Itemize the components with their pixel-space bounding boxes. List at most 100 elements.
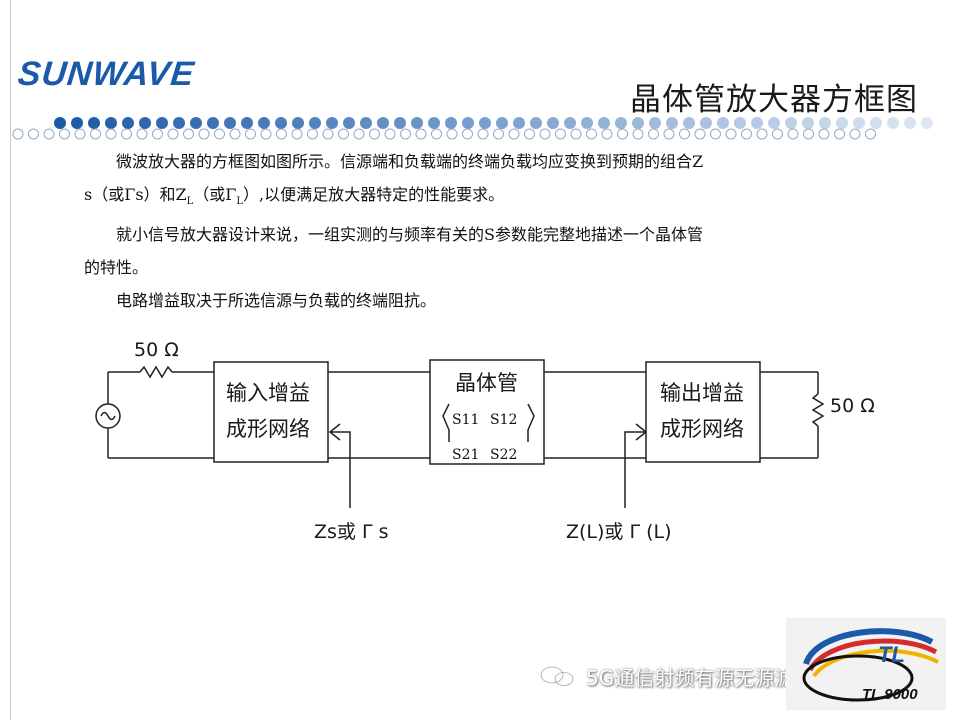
decorative-dot [564,117,576,129]
decorative-ring [276,128,287,140]
output-network-box [645,361,761,463]
left-border-rule [10,0,11,720]
body-text: 微波放大器的方框图如图所示。信源端和负载端的终端负载均应变换到预期的组合Z s（… [84,145,914,317]
decorative-ring [369,128,380,140]
decorative-ring [725,128,737,140]
decorative-ring [214,128,225,140]
decorative-dot [836,117,848,129]
decorative-dot [309,117,321,129]
decorative-ring [229,128,241,140]
decorative-dot [734,117,746,129]
decorative-dot [921,117,933,129]
decorative-dot [768,117,780,129]
source-reflection-label: Zs或 Γ s [314,521,388,543]
decorative-ring [245,128,256,140]
decorative-ring [384,128,396,140]
decorative-dot [479,117,491,129]
decorative-dot [156,117,168,129]
s-matrix-bracket-left [442,403,450,442]
wechat-icon [540,666,574,687]
decorative-ring [74,128,86,140]
load-reflection-label: Z(L)或 Γ (L) [566,521,672,543]
s-matrix-bracket-right [527,403,535,442]
decorative-ring [43,128,55,140]
decorative-dot [819,117,831,129]
source-resistor [139,365,173,379]
decorative-ring [105,128,117,140]
decorative-dot [122,117,134,129]
decorative-dot [241,117,253,129]
input-network-label-line1: 输入增益 [226,381,310,405]
decorative-ring [849,128,861,140]
decorative-dot [683,117,695,129]
decorative-dot [207,117,219,129]
decorative-dot [258,117,270,129]
decorative-ring [338,128,349,140]
decorative-dot [190,117,202,129]
decorative-ring [772,128,783,140]
input-network-label-line2: 成形网络 [226,417,310,441]
svg-text:TL: TL [878,642,905,667]
decorative-ring [601,128,613,140]
output-network-label-line1: 输出增益 [660,381,744,405]
decorative-dot [581,117,593,129]
decorative-dot [292,117,304,129]
decorative-ring [431,128,442,140]
source-resistor-label: 50 Ω [134,339,179,361]
decorative-ring [570,128,582,140]
decorative-dot [139,117,151,129]
decorative-ring [136,128,148,140]
decorative-dot [615,117,627,129]
decorative-dot [224,117,236,129]
decorative-ring [741,128,752,140]
paragraph-2-line-1: 就小信号放大器设计来说，一组实测的与频率有关的S参数能完整地描述一个晶体管 [116,225,703,245]
s22-label: S22 [490,447,517,463]
decorative-ring [183,128,194,140]
load-resistor-label: 50 Ω [830,395,875,417]
decorative-ring [307,128,318,140]
decorative-ring [787,128,799,140]
decorative-ring [586,128,597,140]
decorative-dot [666,117,678,129]
load-reflection-arrowhead [635,423,648,441]
decorative-dot [649,117,661,129]
decorative-ring [353,128,365,140]
decorative-dot [377,117,389,129]
decorative-ring [539,128,551,140]
decorative-dot [428,117,440,129]
ac-source-wave [100,411,116,421]
decorative-ring [524,128,535,140]
decorative-ring [462,128,473,140]
decorative-ring [493,128,504,140]
decorative-dot [717,117,729,129]
decorative-dot [88,117,100,129]
tl9000-logo-text: TL 9000 [862,686,918,703]
s12-label: S12 [490,412,517,428]
decorative-ring [508,128,520,140]
decorative-ring [12,128,24,140]
tl9000-logo: TL [786,618,946,710]
decorative-ring [632,128,644,140]
decorative-dot [513,117,525,129]
decorative-ring [400,128,411,140]
input-network-box [213,361,329,463]
load-resistor [811,393,825,427]
decorative-ring [167,128,179,140]
decorative-ring [617,128,628,140]
output-network-label-line2: 成形网络 [660,417,744,441]
decorative-dot [411,117,423,129]
s11-label: S11 [452,412,479,428]
decorative-ring [446,128,458,140]
decorative-ring [28,128,39,140]
decorative-ring [679,128,690,140]
decorative-dot [173,117,185,129]
decorative-dot [54,117,66,129]
decorative-ring [260,128,272,140]
decorative-ring [59,128,70,140]
load-reflection-arrow-line [624,431,646,508]
decorative-dot [700,117,712,129]
decorative-dot [343,117,355,129]
decorative-dot [785,117,797,129]
decorative-dot [496,117,508,129]
